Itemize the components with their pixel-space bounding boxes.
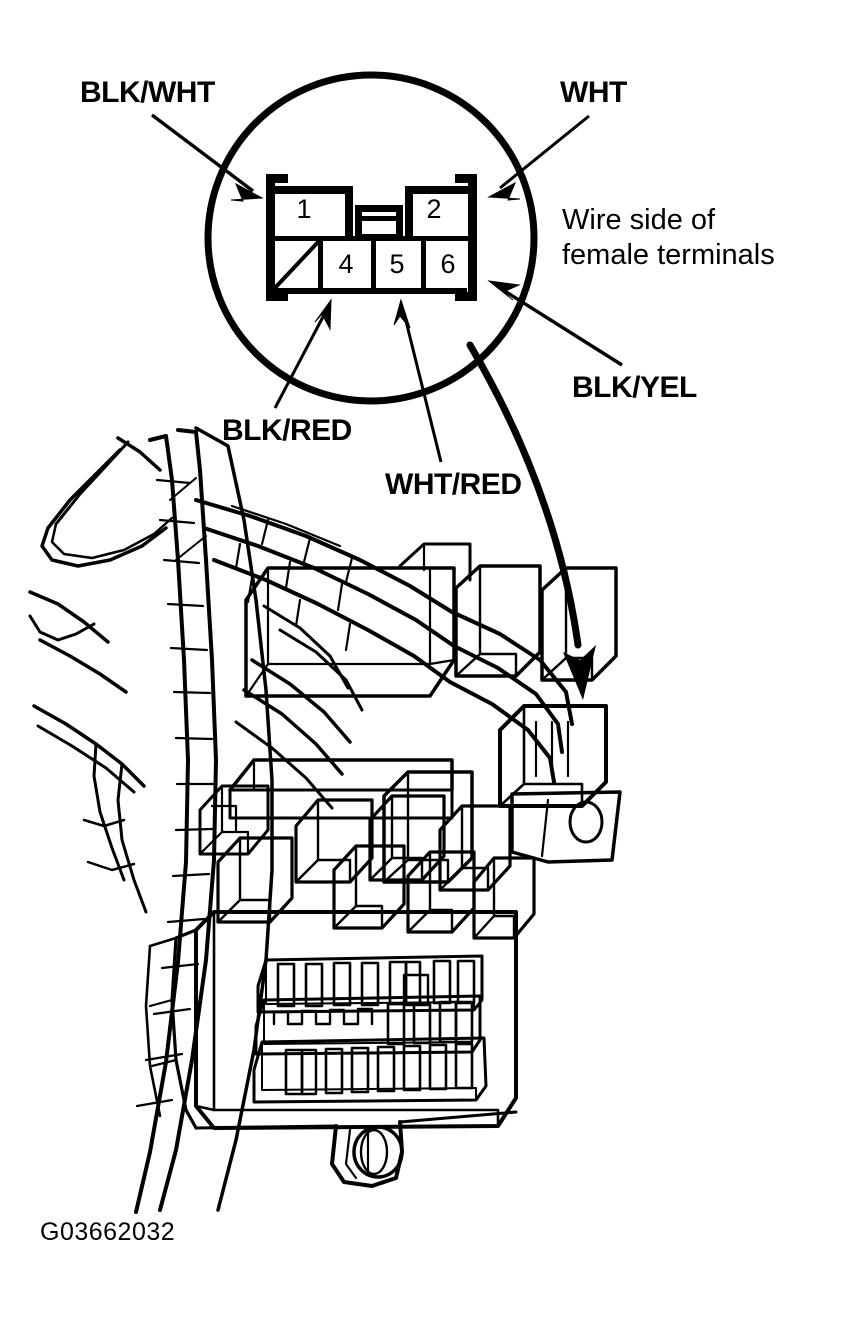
cavity2-left-wall (405, 186, 413, 236)
bottom-divider-c (421, 238, 426, 294)
cavity-number-6: 6 (440, 249, 456, 279)
leader-blk-wht (150, 113, 255, 193)
arrowhead-blk-wht (230, 182, 264, 202)
key-top-bar (355, 205, 403, 212)
fuse-row-lower (252, 1036, 488, 1104)
connector-drawing (266, 174, 477, 301)
cavity-number-2: 2 (426, 194, 442, 224)
key-mid-bar (355, 216, 403, 221)
key-left-wall (355, 205, 362, 240)
key-right-wall (396, 205, 403, 240)
fuse-relay-box-illustration (28, 426, 622, 1214)
wire-label-wht-red: WHT/RED (385, 468, 522, 501)
cavity-number-5: 5 (389, 249, 405, 279)
leader-blk-yel (502, 288, 623, 367)
harness-left-branches (28, 436, 174, 914)
cavity-number-4: 4 (338, 249, 354, 279)
harness-taped-trunk (134, 428, 218, 1214)
row-divider (266, 236, 472, 241)
mounting-bracket (510, 790, 622, 864)
arrowhead-blk-yel (487, 280, 521, 301)
cavity2-top-edge (409, 186, 468, 194)
fuse-box-left-flange (144, 928, 198, 1130)
note-line-1: Wire side of (562, 204, 716, 236)
relay-cubes-row-1 (198, 784, 512, 892)
figure-id: G03662032 (40, 1218, 176, 1246)
cavity1-right-wall (345, 186, 353, 236)
arrowhead-wht (487, 181, 521, 201)
mounting-tab-bolt (330, 1120, 404, 1188)
shell-right-wall (468, 174, 477, 301)
bottom-divider-b (371, 238, 376, 294)
shell-top-left-tab (266, 174, 288, 183)
blank-cavity-slash (271, 238, 322, 292)
note-line-2: female terminals (562, 239, 775, 271)
shell-bottom-right-foot (455, 292, 477, 301)
shell-bottom-left-foot (266, 292, 288, 301)
arrowhead-wht-red (393, 298, 411, 329)
arrowhead-blk-red (314, 298, 332, 331)
leader-blk-red (273, 312, 327, 409)
shell-top-right-tab (455, 174, 477, 183)
cavity1-top-edge (275, 186, 349, 194)
wire-label-wht: WHT (560, 76, 627, 109)
wire-label-blk-red: BLK/RED (222, 414, 352, 447)
leader-wht (499, 114, 590, 190)
bottom-divider-a (318, 238, 323, 294)
wire-label-blk-wht: BLK/WHT (80, 76, 215, 109)
detail-circle (204, 71, 538, 405)
bottom-inner-rail (275, 288, 467, 294)
relay-block-upper (244, 542, 618, 698)
harness-branch-diagonal (169, 426, 274, 1212)
wire-label-blk-yel: BLK/YEL (572, 371, 697, 404)
fuse-row-upper (256, 954, 484, 1014)
leader-wht-red (402, 312, 443, 463)
cavity-number-1: 1 (296, 194, 312, 224)
leader-lines (150, 113, 623, 463)
